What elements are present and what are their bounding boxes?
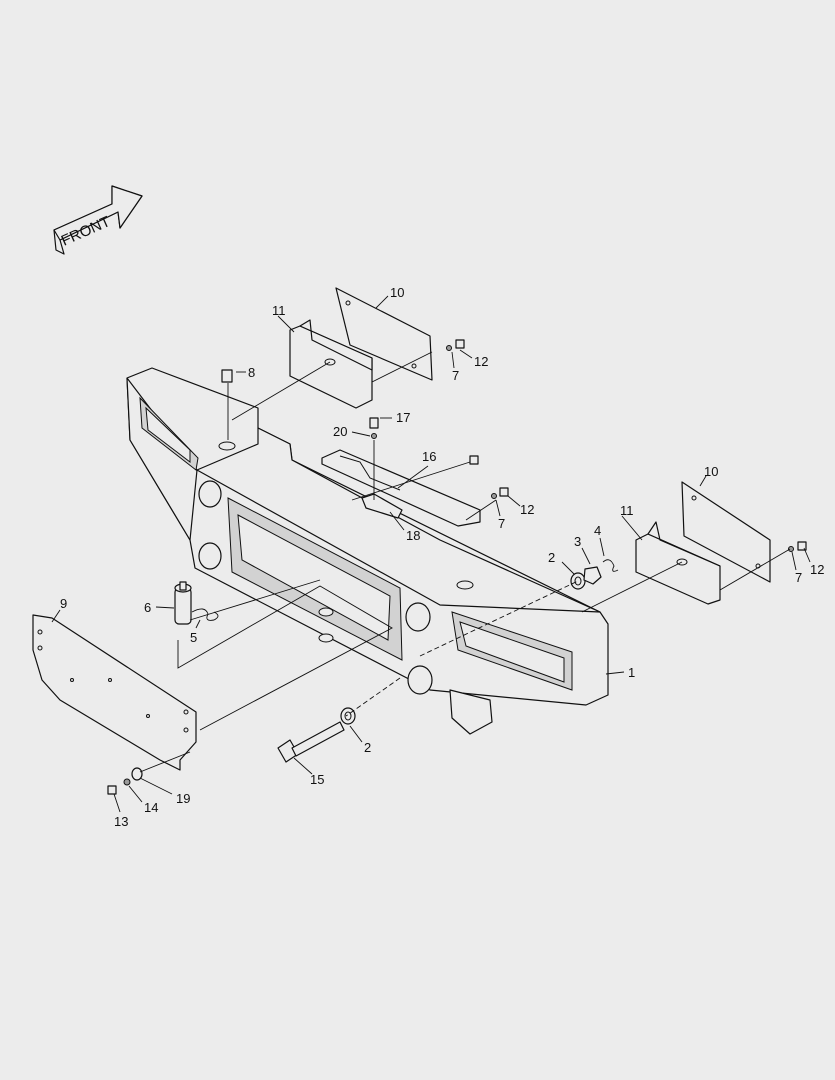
- upper-right-bracket: [635, 481, 771, 605]
- callout-labels: 1 2 2 3 4 5 6 7 7 7 8 9 10 10 11 11 12 1…: [60, 285, 824, 829]
- left-plate: [32, 614, 197, 771]
- callout-2-lower: 2: [364, 740, 371, 755]
- callout-14: 14: [144, 800, 158, 815]
- callout-10-right: 10: [704, 464, 718, 479]
- callout-17: 17: [396, 410, 410, 425]
- callout-4: 4: [594, 523, 601, 538]
- assembly-lines: [139, 351, 791, 773]
- fasteners: [107, 339, 807, 795]
- callout-13: 13: [114, 814, 128, 829]
- upper-left-bracket: [289, 287, 433, 409]
- callout-15: 15: [310, 772, 324, 787]
- callout-7-right: 7: [795, 570, 802, 585]
- callout-7-left: 7: [452, 368, 459, 383]
- callout-11-right: 11: [620, 503, 634, 518]
- callout-1: 1: [628, 665, 635, 680]
- pin-and-clip: [174, 581, 219, 625]
- callout-leaders: [51, 295, 811, 813]
- callout-12-center: 12: [520, 502, 534, 517]
- callout-3: 3: [574, 534, 581, 549]
- callout-7-center: 7: [498, 516, 505, 531]
- callout-11-left: 11: [272, 303, 286, 318]
- callout-20: 20: [333, 424, 347, 439]
- front-weight-body: [126, 367, 609, 735]
- callout-10-left: 10: [390, 285, 404, 300]
- callout-8: 8: [248, 365, 255, 380]
- center-plate: [321, 449, 481, 527]
- callout-12-left: 12: [474, 354, 488, 369]
- callout-6: 6: [144, 600, 151, 615]
- front-arrow: FRONT: [53, 185, 143, 255]
- callout-16: 16: [422, 449, 436, 464]
- callout-12-right: 12: [810, 562, 824, 577]
- callout-18: 18: [406, 528, 420, 543]
- callout-5: 5: [190, 630, 197, 645]
- callout-9: 9: [60, 596, 67, 611]
- callout-19: 19: [176, 791, 190, 806]
- callout-2-upper: 2: [548, 550, 555, 565]
